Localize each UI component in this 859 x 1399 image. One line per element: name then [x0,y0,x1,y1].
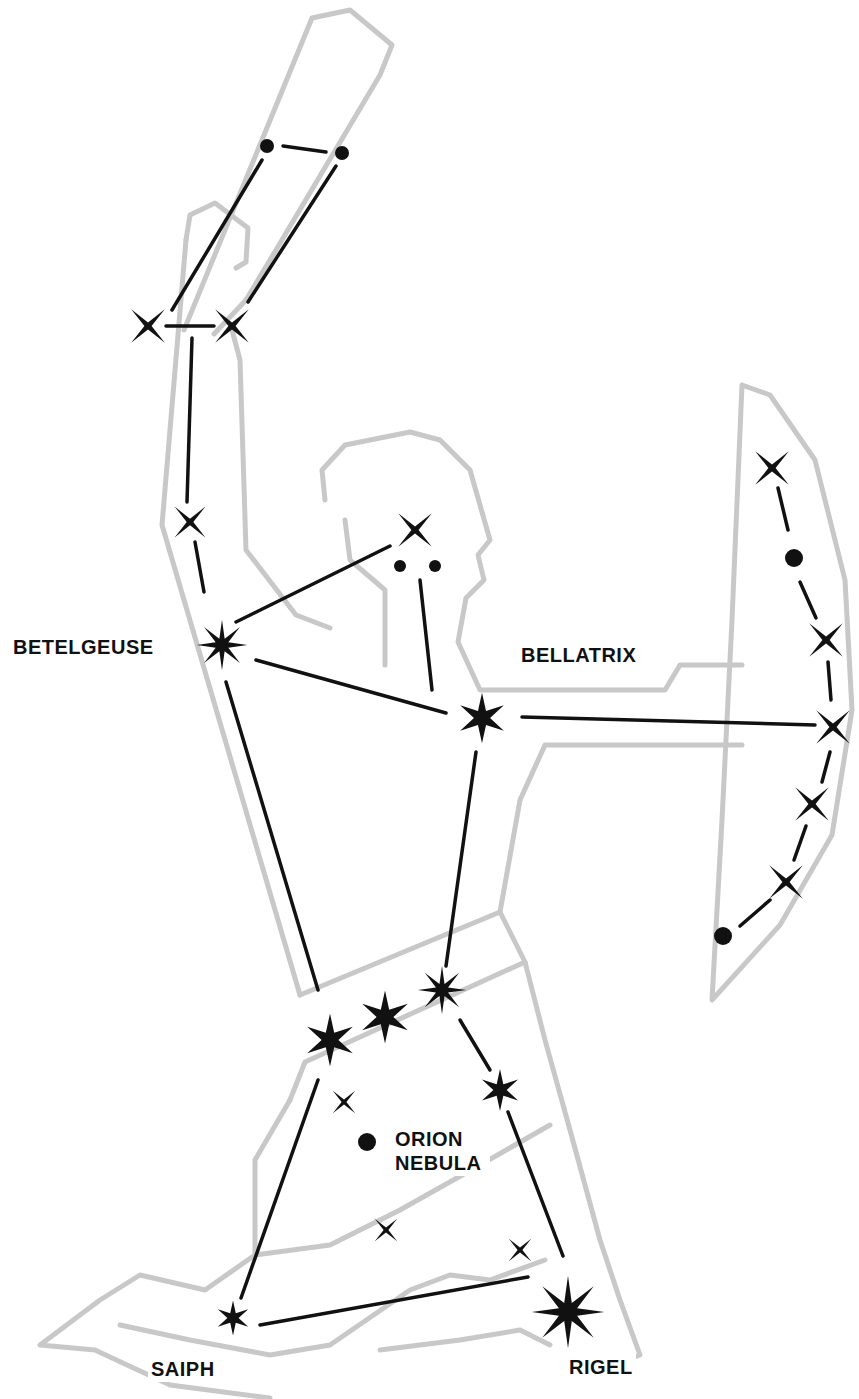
constellation-line [522,717,815,725]
belt-outline [290,912,525,1100]
star [218,1300,248,1335]
star [398,513,432,547]
star-name: BETELGEUSE [10,634,157,660]
constellation-line [195,542,204,592]
star [197,620,248,671]
body-outline [500,745,742,912]
bow-line [828,662,831,700]
head-outline [322,432,742,690]
constellation-line [187,338,192,502]
star-name: SAIPH [148,1356,218,1382]
constellation-line [256,660,446,713]
star [809,623,843,657]
constellation-line [226,682,318,990]
belt-star [362,991,408,1044]
star [769,865,803,899]
star [175,507,206,538]
bow-line [822,752,830,782]
constellation-line [420,580,432,690]
star [333,1091,355,1113]
constellation-line [166,324,214,328]
foot-outline [380,1330,550,1350]
nebula-label: ORION NEBULA [392,1126,490,1176]
constellation-line [508,1112,563,1256]
belt-star [418,966,466,1014]
constellation-line [241,1080,318,1298]
leg-outline [525,962,640,1370]
bow-line [800,582,816,618]
arm-outline [162,240,300,995]
star [755,451,789,485]
star-dot [785,549,803,567]
bow-line [740,900,770,926]
star [532,1276,605,1349]
star [795,787,829,821]
star [131,309,165,343]
star-name: BELLATRIX [518,642,639,668]
star [816,710,850,744]
star [509,1239,531,1261]
star [375,1219,397,1241]
leg-outline [120,1260,545,1355]
bow-line [794,826,806,860]
constellation-line [446,752,476,966]
star [460,693,504,744]
club-outline [184,10,392,334]
belt-star [307,1014,353,1067]
star-dot [260,139,274,153]
star-dot [335,146,349,160]
knee-outline [255,1125,550,1255]
constellation-line [172,160,262,310]
constellation-line [260,1277,528,1325]
constellation-line [460,1020,490,1070]
bow-outline [712,385,852,1000]
nebula-dot [358,1133,376,1151]
constellation-line [236,546,390,622]
constellation-line [283,146,326,152]
star [482,1069,518,1111]
constellation-line [248,166,336,302]
star-dot [394,560,406,572]
star-dot [714,927,732,945]
star [215,309,249,343]
star-dot [429,560,441,572]
bow-line [778,488,788,530]
star-name: RIGEL [566,1354,636,1380]
hair-outline [345,520,385,665]
